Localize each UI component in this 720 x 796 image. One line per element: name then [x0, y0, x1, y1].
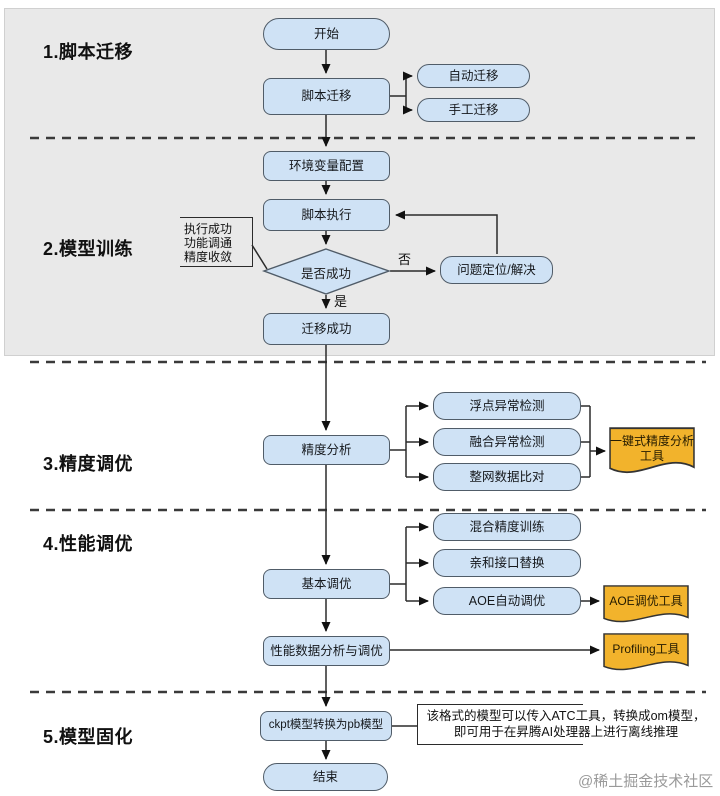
node-perf-analysis: 性能数据分析与调优	[263, 636, 390, 666]
section-label-model-training: 2.模型训练	[43, 239, 134, 259]
node-script-migration: 脚本迁移	[263, 78, 390, 115]
document-shape-icon	[603, 633, 689, 671]
node-network-compare: 整网数据比对	[433, 463, 581, 491]
node-fusion-anomaly: 融合异常检测	[433, 428, 581, 456]
node-success-check: 是否成功	[300, 267, 351, 281]
node-manual-migration: 手工迁移	[417, 98, 530, 122]
arrow-connectors	[321, 50, 606, 760]
node-mixed-precision: 混合精度训练	[433, 513, 581, 541]
doc-label: AOE调优工具	[603, 585, 689, 618]
exec-note-line1: 执行成功	[184, 222, 233, 236]
doc-label-line2: 工具	[639, 448, 664, 463]
edge-label-yes: 是	[334, 294, 348, 309]
section-separator-lines	[30, 136, 706, 694]
doc-oneclick-precision-tool: 一键式精度分析 工具	[609, 427, 695, 479]
edge-label-no: 否	[398, 252, 412, 267]
document-shape-icon	[609, 427, 695, 474]
doc-label: Profiling工具	[603, 633, 689, 666]
exec-note-line3: 精度收敛	[184, 250, 233, 264]
plain-connectors	[251, 76, 591, 727]
section-label-script-migration: 1.脚本迁移	[43, 42, 134, 62]
doc-label-line1: AOE调优工具	[609, 594, 683, 609]
section-label-model-freezing: 5.模型固化	[43, 727, 134, 747]
node-end: 结束	[263, 763, 388, 791]
node-precision-analysis: 精度分析	[263, 435, 390, 465]
node-script-exec: 脚本执行	[263, 199, 390, 231]
node-ckpt-convert: ckpt模型转换为pb模型	[260, 711, 392, 741]
ckpt-note-bracket	[417, 704, 583, 745]
node-affinity-api: 亲和接口替换	[433, 549, 581, 577]
ckpt-note-line1: 该格式的模型可以传入ATC工具，转换成om模型，	[426, 709, 706, 723]
doc-aoe-tuning-tool: AOE调优工具	[603, 585, 689, 627]
node-migration-success: 迁移成功	[263, 313, 390, 345]
document-shape-icon	[603, 585, 689, 623]
node-start: 开始	[263, 18, 390, 50]
decision-diamond-shape	[261, 248, 392, 295]
node-auto-migration: 自动迁移	[417, 64, 530, 88]
node-problem-solve: 问题定位/解决	[440, 256, 553, 284]
ckpt-note-text: 该格式的模型可以传入ATC工具，转换成om模型， 即可用于在昇腾AI处理器上进行…	[420, 708, 712, 740]
ckpt-note-line2: 即可用于在昇腾AI处理器上进行离线推理	[453, 725, 679, 739]
doc-label-line1: Profiling工具	[612, 642, 680, 657]
section-label-precision-tuning: 3.精度调优	[43, 454, 134, 474]
watermark: @稀土掘金技术社区	[578, 773, 714, 790]
node-env-config: 环境变量配置	[263, 151, 390, 181]
doc-label: 一键式精度分析 工具	[609, 427, 695, 470]
node-float-anomaly: 浮点异常检测	[433, 392, 581, 420]
exec-note-bracket	[180, 217, 253, 267]
node-basic-tuning: 基本调优	[263, 569, 390, 599]
section-label-performance-tuning: 4.性能调优	[43, 534, 134, 554]
exec-note-text: 执行成功 功能调通 精度收敛	[184, 222, 232, 264]
exec-note-line2: 功能调通	[184, 236, 233, 250]
training-phase-panel	[4, 8, 715, 356]
doc-profiling-tool: Profiling工具	[603, 633, 689, 675]
node-aoe-auto: AOE自动调优	[433, 587, 581, 615]
doc-label-line1: 一键式精度分析	[609, 434, 694, 449]
